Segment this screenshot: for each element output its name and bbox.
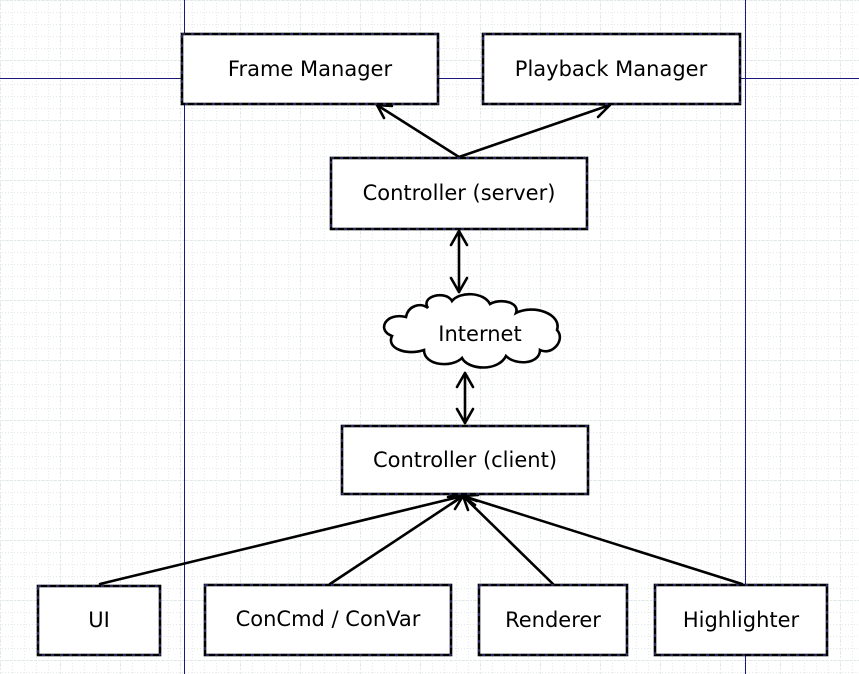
edge-server-internet[interactable] [449,229,469,294]
node-playback-manager[interactable]: Playback Manager [481,32,742,106]
edges [98,102,744,586]
node-frame-manager[interactable]: Frame Manager [180,32,440,106]
node-controller-server[interactable]: Controller (server) [329,156,589,231]
node-internet-cloud[interactable]: Internet [382,292,562,369]
node-label: Internet [438,322,521,346]
node-label: Controller (server) [363,181,556,205]
node-highlighter[interactable]: Highlighter [653,583,829,657]
node-label: UI [88,608,110,632]
node-controller-client[interactable]: Controller (client) [340,424,590,496]
node-label: Renderer [505,608,601,632]
node-label: Playback Manager [515,57,708,81]
node-label: Controller (client) [373,448,557,472]
node-label: Highlighter [683,608,800,632]
node-label: ConCmd / ConVar [236,607,421,631]
node-renderer[interactable]: Renderer [477,583,629,657]
node-ui[interactable]: UI [36,584,162,657]
edge-concmd-to-client[interactable] [328,494,465,586]
node-label: Frame Manager [228,57,393,81]
node-concmd-convar[interactable]: ConCmd / ConVar [203,583,453,657]
edge-internet-client[interactable] [455,371,475,425]
